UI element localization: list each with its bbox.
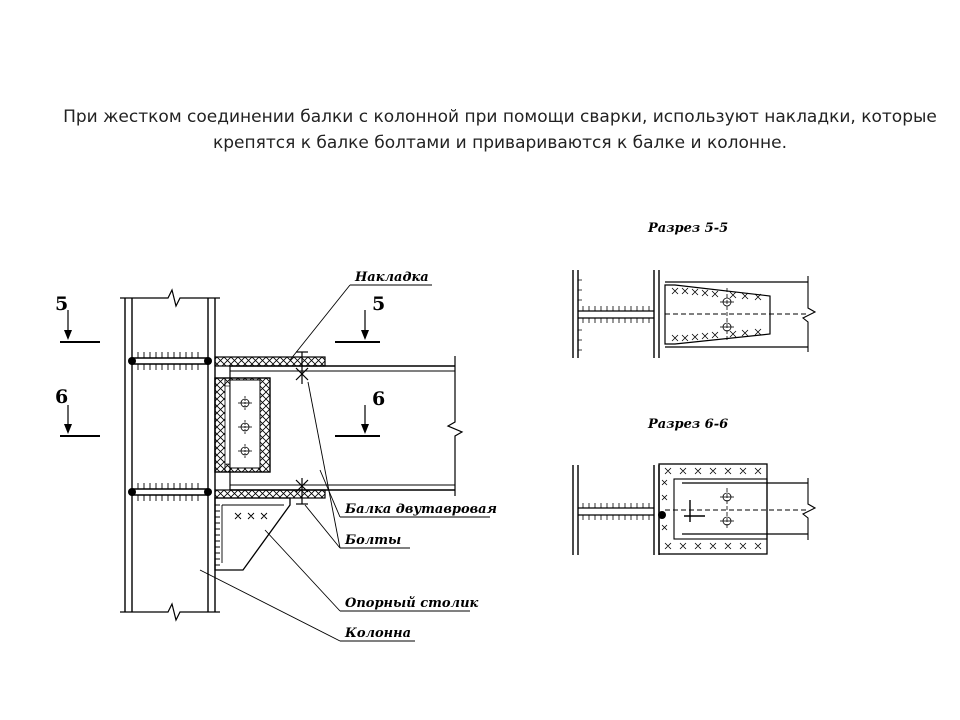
label-nakladka: Накладка [289,270,432,361]
description-line-2: крепятся к балке болтами и привариваются… [212,133,787,153]
section-5-5-title: Разрез 5-5 [647,221,728,236]
label-kolonna: Колонна [199,569,415,642]
i-beam [229,356,464,496]
section-5-5-view: Разрез 5-5 [572,221,817,358]
svg-text:6: 6 [372,388,385,410]
main-elevation-view: 5 5 6 6 Накладка [55,270,497,642]
label-bolty: Болты [304,381,410,549]
svg-text:5: 5 [55,293,68,315]
flange-bolt-top [295,351,309,384]
label-stolik: Опорный столик [264,529,479,612]
section-mark-6-right: 6 [335,388,385,437]
section-6-6-title: Разрез 6-6 [647,417,728,432]
svg-text:Колонна: Колонна [344,626,411,641]
column [120,288,220,622]
svg-text:Опорный столик: Опорный столик [345,596,479,611]
section-mark-6-left: 6 [55,386,100,437]
flange-bolt-bottom [295,478,309,505]
description-line-1: При жестком соединении балки с колонной … [63,107,937,127]
top-cover-plate [214,356,326,367]
web-plate [214,377,271,473]
bottom-cover-plate [214,489,326,499]
section-mark-5-left: 5 [55,293,100,343]
svg-text:Болты: Болты [344,533,401,548]
section-6-6-view: Разрез 6-6 [572,417,817,555]
column-weld-ticks [137,352,199,501]
web-bolts [238,396,252,458]
section-mark-5-right: 5 [335,293,385,343]
svg-text:Накладка: Накладка [354,270,429,285]
svg-text:6: 6 [55,386,68,408]
label-balka: Балка двутавровая [319,469,497,518]
slide-description: При жестком соединении балки с колонной … [60,104,940,156]
svg-text:5: 5 [372,293,385,315]
support-seat [214,497,291,571]
svg-text:Балка двутавровая: Балка двутавровая [344,502,497,517]
